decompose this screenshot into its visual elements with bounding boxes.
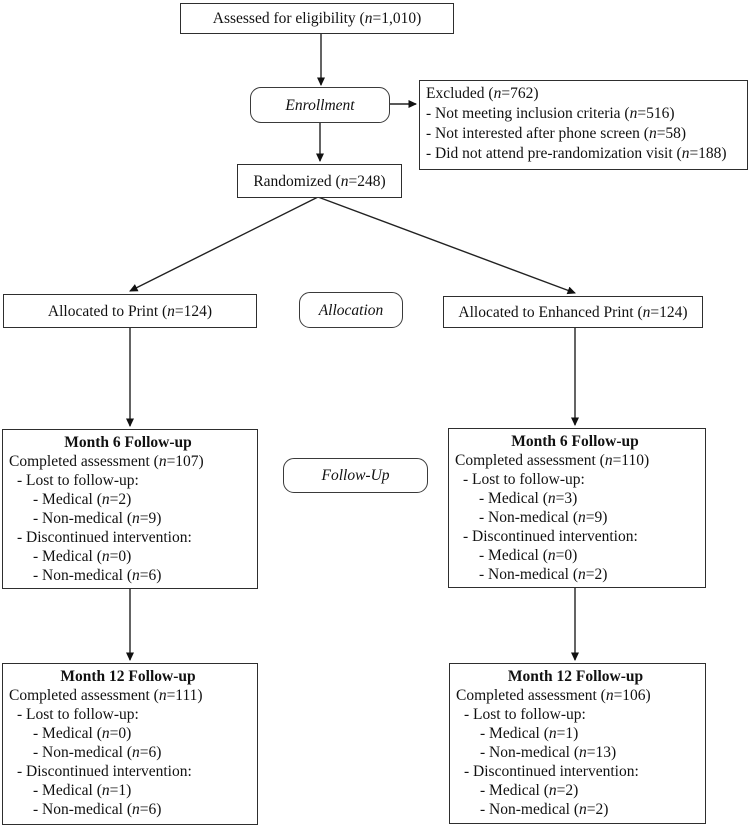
month12-print-box: Month 12 Follow-up Completed assessment …: [2, 663, 258, 825]
month6-print-line: - Discontinued intervention:: [17, 529, 192, 546]
month12-enhanced-line: - Non-medical (n=13): [480, 744, 617, 761]
month12-print-line: - Medical (n=0): [33, 725, 132, 742]
month12-enhanced-line: - Lost to follow-up:: [464, 706, 586, 723]
excluded-item: - Not interested after phone screen (n=5…: [426, 125, 687, 142]
allocated-enhanced-label: Allocated to Enhanced Print (n=124): [458, 303, 688, 321]
month6-enhanced-line: - Non-medical (n=9): [479, 509, 608, 526]
month6-print-box: Month 6 Follow-up Completed assessment (…: [2, 429, 258, 589]
followup-label: Follow-Up: [321, 467, 390, 484]
month6-print-line: - Medical (n=2): [33, 491, 132, 508]
month6-print-line: - Lost to follow-up:: [17, 472, 139, 489]
excluded-box: Excluded (n=762) - Not meeting inclusion…: [419, 80, 748, 170]
assessed-box: Assessed for eligibility (n=1,010): [180, 3, 454, 34]
arrow-randomized-to-print: [129, 196, 319, 292]
excluded-item: - Did not attend pre-randomization visit…: [426, 145, 727, 162]
allocated-print-box: Allocated to Print (n=124): [3, 294, 257, 328]
month12-enhanced-line: - Discontinued intervention:: [464, 763, 639, 780]
month12-enhanced-line: - Non-medical (n=2): [480, 801, 609, 818]
month6-print-line: - Medical (n=0): [33, 548, 132, 565]
excluded-item: - Not meeting inclusion criteria (n=516): [426, 105, 675, 122]
month6-enhanced-line: - Lost to follow-up:: [463, 471, 585, 488]
month6-enhanced-box: Month 6 Follow-up Completed assessment (…: [448, 428, 706, 588]
arrow-randomized-to-enhanced: [317, 196, 576, 295]
month6-enhanced-line: - Medical (n=0): [479, 547, 578, 564]
followup-box: Follow-Up: [283, 458, 428, 493]
month6-enhanced-line: - Discontinued intervention:: [463, 528, 638, 545]
enrollment-box: Enrollment: [250, 87, 390, 123]
month12-enhanced-line: - Medical (n=2): [480, 782, 579, 799]
month6-enhanced-line: Completed assessment (n=110): [455, 452, 650, 469]
month12-print-line: - Discontinued intervention:: [17, 763, 192, 780]
month12-print-title: Month 12 Follow-up: [60, 668, 196, 685]
month12-print-line: - Lost to follow-up:: [17, 706, 139, 723]
month6-enhanced-line: - Medical (n=3): [479, 490, 578, 507]
excluded-title: Excluded (n=762): [426, 85, 539, 102]
assessed-label: Assessed for eligibility (n=1,010): [212, 10, 422, 27]
month6-enhanced-title: Month 6 Follow-up: [511, 433, 639, 450]
allocation-box: Allocation: [299, 292, 403, 328]
month12-print-line: - Medical (n=1): [33, 782, 132, 799]
randomized-label: Randomized (n=248): [253, 172, 386, 190]
month6-print-title: Month 6 Follow-up: [64, 434, 192, 451]
month6-print-line: Completed assessment (n=107): [9, 453, 204, 470]
allocated-enhanced-box: Allocated to Enhanced Print (n=124): [443, 296, 703, 328]
allocation-label: Allocation: [318, 301, 384, 319]
month6-print-line: - Non-medical (n=9): [33, 510, 162, 527]
month6-enhanced-line: - Non-medical (n=2): [479, 566, 608, 583]
month12-enhanced-title: Month 12 Follow-up: [507, 668, 644, 685]
month12-print-line: Completed assessment (n=111): [9, 687, 203, 704]
month12-print-line: - Non-medical (n=6): [33, 744, 162, 761]
enrollment-label: Enrollment: [285, 96, 355, 114]
month12-enhanced-box: Month 12 Follow-up Completed assessment …: [449, 663, 706, 824]
allocated-print-label: Allocated to Print (n=124): [47, 302, 213, 320]
randomized-box: Randomized (n=248): [237, 164, 402, 198]
month6-print-line: - Non-medical (n=6): [33, 567, 162, 584]
month12-enhanced-line: - Medical (n=1): [480, 725, 579, 742]
month12-enhanced-line: Completed assessment (n=106): [456, 687, 651, 704]
month12-print-line: - Non-medical (n=6): [33, 801, 162, 818]
